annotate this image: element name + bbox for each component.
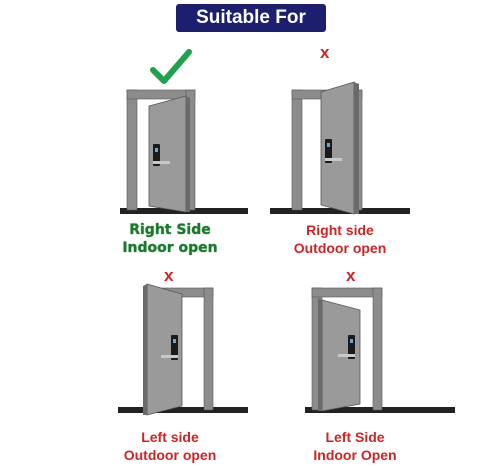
caption-line-1: Right Side bbox=[129, 222, 211, 238]
option-right-side-indoor-open: Right Side Indoor open bbox=[0, 0, 250, 270]
caption-line-2: Indoor Open bbox=[313, 447, 397, 463]
option-caption: Left side Outdoor open bbox=[100, 428, 240, 464]
door-diagram-left-indoor bbox=[305, 287, 455, 413]
caption-line-2: Outdoor open bbox=[293, 240, 387, 256]
cross-icon: x bbox=[320, 43, 330, 62]
door-diagram-left-outdoor bbox=[118, 283, 248, 416]
option-caption: Right Side Indoor open bbox=[105, 221, 235, 257]
cross-icon: x bbox=[164, 266, 174, 285]
caption-line-2: Indoor open bbox=[122, 240, 218, 256]
option-right-side-outdoor-open: x Right side Outdoor open bbox=[250, 0, 500, 270]
caption-line-1: Left Side bbox=[325, 429, 385, 445]
suitable-for-banner: Suitable For bbox=[176, 4, 326, 32]
cross-icon: x bbox=[346, 266, 356, 285]
caption-line-2: Outdoor open bbox=[123, 447, 217, 463]
option-left-side-outdoor-open: x Left side Outdoor open bbox=[0, 260, 250, 467]
banner-title: Suitable For bbox=[196, 7, 306, 28]
option-caption: Left Side Indoor Open bbox=[285, 428, 425, 464]
option-left-side-indoor-open: x Left Side Indoor Open bbox=[250, 260, 500, 467]
option-caption: Right side Outdoor open bbox=[270, 221, 410, 257]
caption-line-1: Left side bbox=[141, 429, 199, 445]
door-diagram-right-indoor bbox=[120, 89, 248, 214]
caption-line-1: Right side bbox=[306, 222, 374, 238]
door-diagram-right-outdoor bbox=[270, 81, 410, 215]
